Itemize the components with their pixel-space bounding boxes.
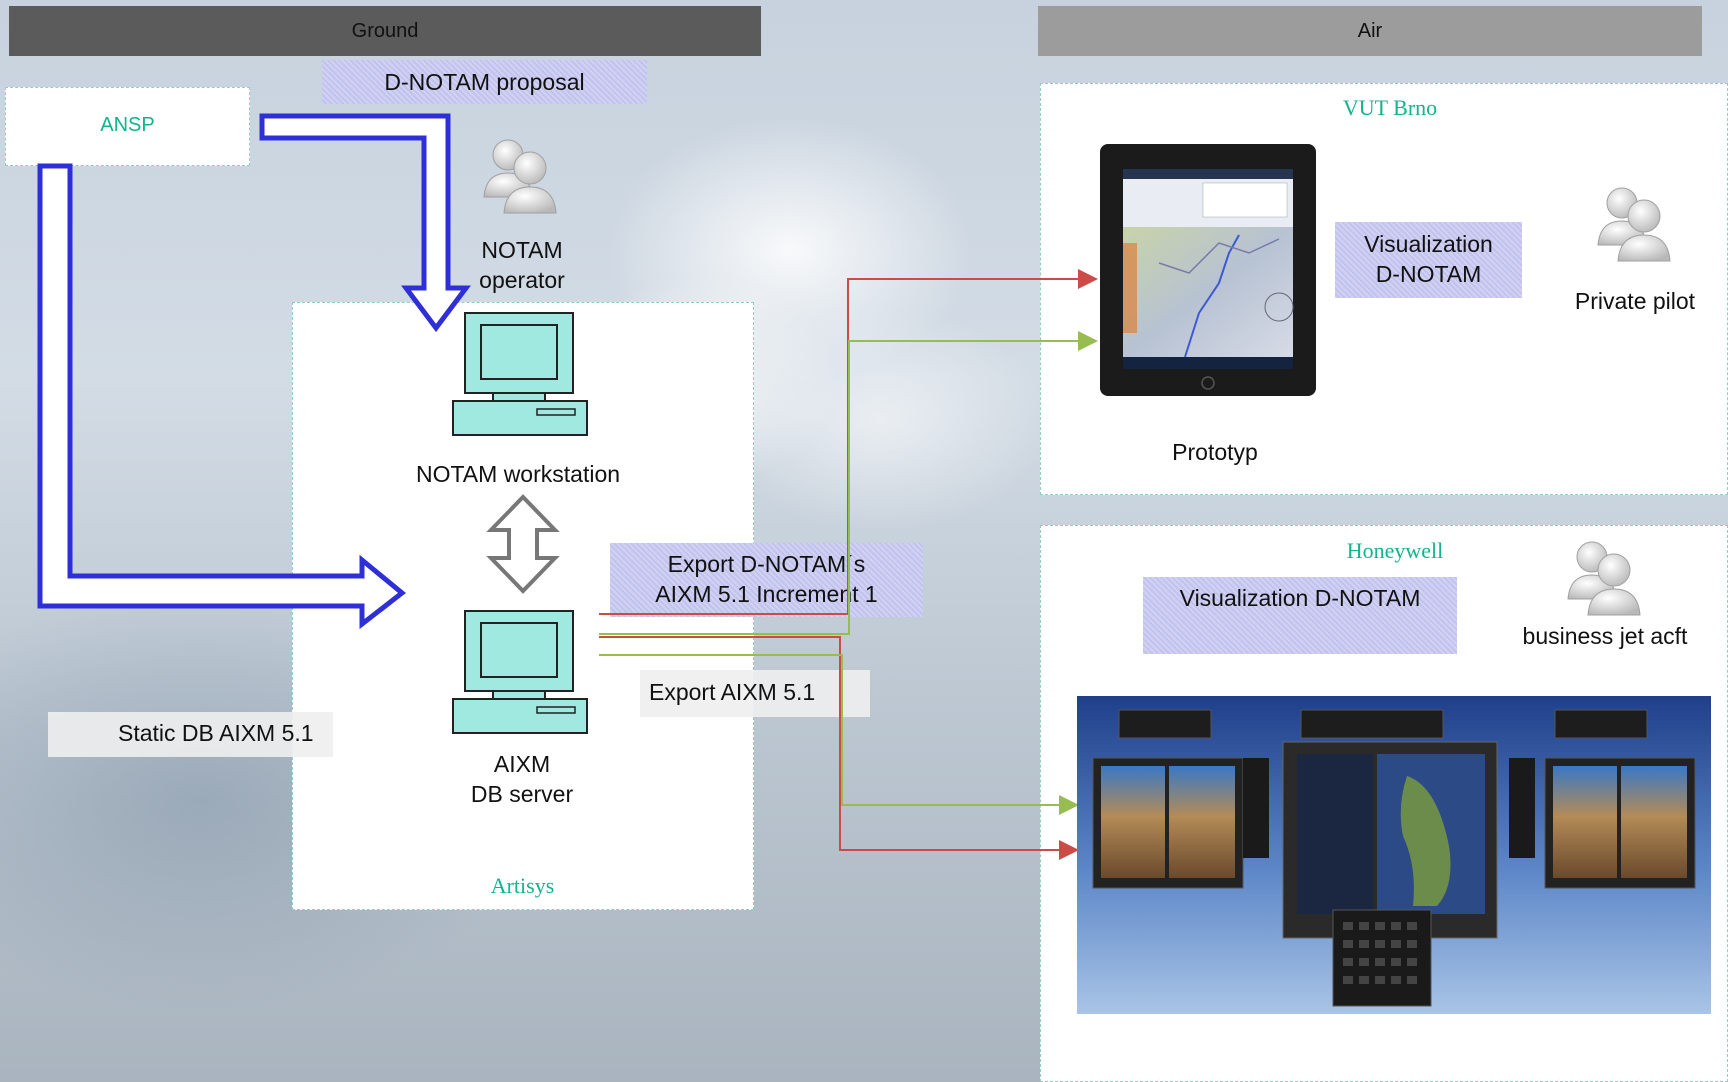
- green-line-to-tablet: [599, 331, 1098, 635]
- export-aixm-label: Export AIXM 5.1: [640, 670, 870, 717]
- export-aixm-text: Export AIXM 5.1: [649, 679, 816, 705]
- static-db-text: Static DB AIXM 5.1: [118, 720, 314, 746]
- user-group-icon: [483, 139, 557, 214]
- computer-icon: [452, 312, 588, 436]
- red-line-to-cockpit: [599, 636, 1079, 860]
- tablet-icon: [1100, 144, 1316, 396]
- dnotam-proposal-label: D-NOTAM proposal: [322, 60, 647, 104]
- ansp-to-workstation-arrow: [259, 113, 471, 333]
- ground-header-label: Ground: [351, 19, 419, 42]
- red-line-to-tablet: [599, 269, 1098, 615]
- visualization-honeywell-text: Visualization D-NOTAM: [1179, 585, 1421, 611]
- honeywell-label: Honeywell: [1346, 538, 1444, 563]
- ground-header: Ground: [9, 6, 761, 56]
- ansp-to-dbserver-arrow: [37, 163, 407, 630]
- notam-workstation-label: NOTAM workstation: [415, 461, 621, 487]
- artisys-label: Artisys: [490, 873, 555, 898]
- static-db-label: Static DB AIXM 5.1: [48, 712, 333, 757]
- air-header: Air: [1038, 6, 1702, 56]
- export-dnotams-label: Export D-NOTAM´s AIXM 5.1 Increment 1: [610, 543, 923, 617]
- visualization-honeywell-label: Visualization D-NOTAM: [1143, 577, 1457, 654]
- export-dnotams-line1: Export D-NOTAM´s: [667, 551, 866, 577]
- user-group-icon: [1567, 541, 1641, 616]
- aixm-db-server-label: AIXM DB server: [432, 749, 612, 809]
- cockpit-icon: [1077, 696, 1711, 1014]
- aixm-db-server-line2: DB server: [470, 781, 574, 807]
- notam-operator-line2: operator: [479, 267, 565, 293]
- double-arrow-icon: [486, 494, 560, 594]
- ansp-box: ANSP: [5, 87, 250, 166]
- private-pilot-label: Private pilot: [1574, 288, 1696, 314]
- user-group-icon: [1597, 187, 1671, 262]
- visualization-vut-label: Visualization D-NOTAM: [1335, 222, 1522, 298]
- business-jet-label: business jet acft: [1522, 623, 1688, 649]
- prototyp-label: Prototyp: [1172, 439, 1258, 465]
- green-line-to-cockpit: [599, 654, 1079, 815]
- air-header-label: Air: [1357, 19, 1383, 42]
- vut-brno-label: VUT Brno: [1342, 95, 1438, 120]
- notam-operator-label: NOTAM operator: [450, 235, 594, 295]
- visualization-vut-line2: D-NOTAM: [1375, 261, 1482, 287]
- export-dnotams-line2: AIXM 5.1 Increment 1: [655, 581, 878, 607]
- ansp-label: ANSP: [100, 114, 155, 136]
- aixm-db-server-line1: AIXM: [493, 751, 551, 777]
- computer-icon: [452, 610, 588, 734]
- visualization-vut-line1: Visualization: [1364, 231, 1493, 257]
- dnotam-proposal-text: D-NOTAM proposal: [384, 69, 585, 95]
- notam-operator-line1: NOTAM: [481, 237, 563, 263]
